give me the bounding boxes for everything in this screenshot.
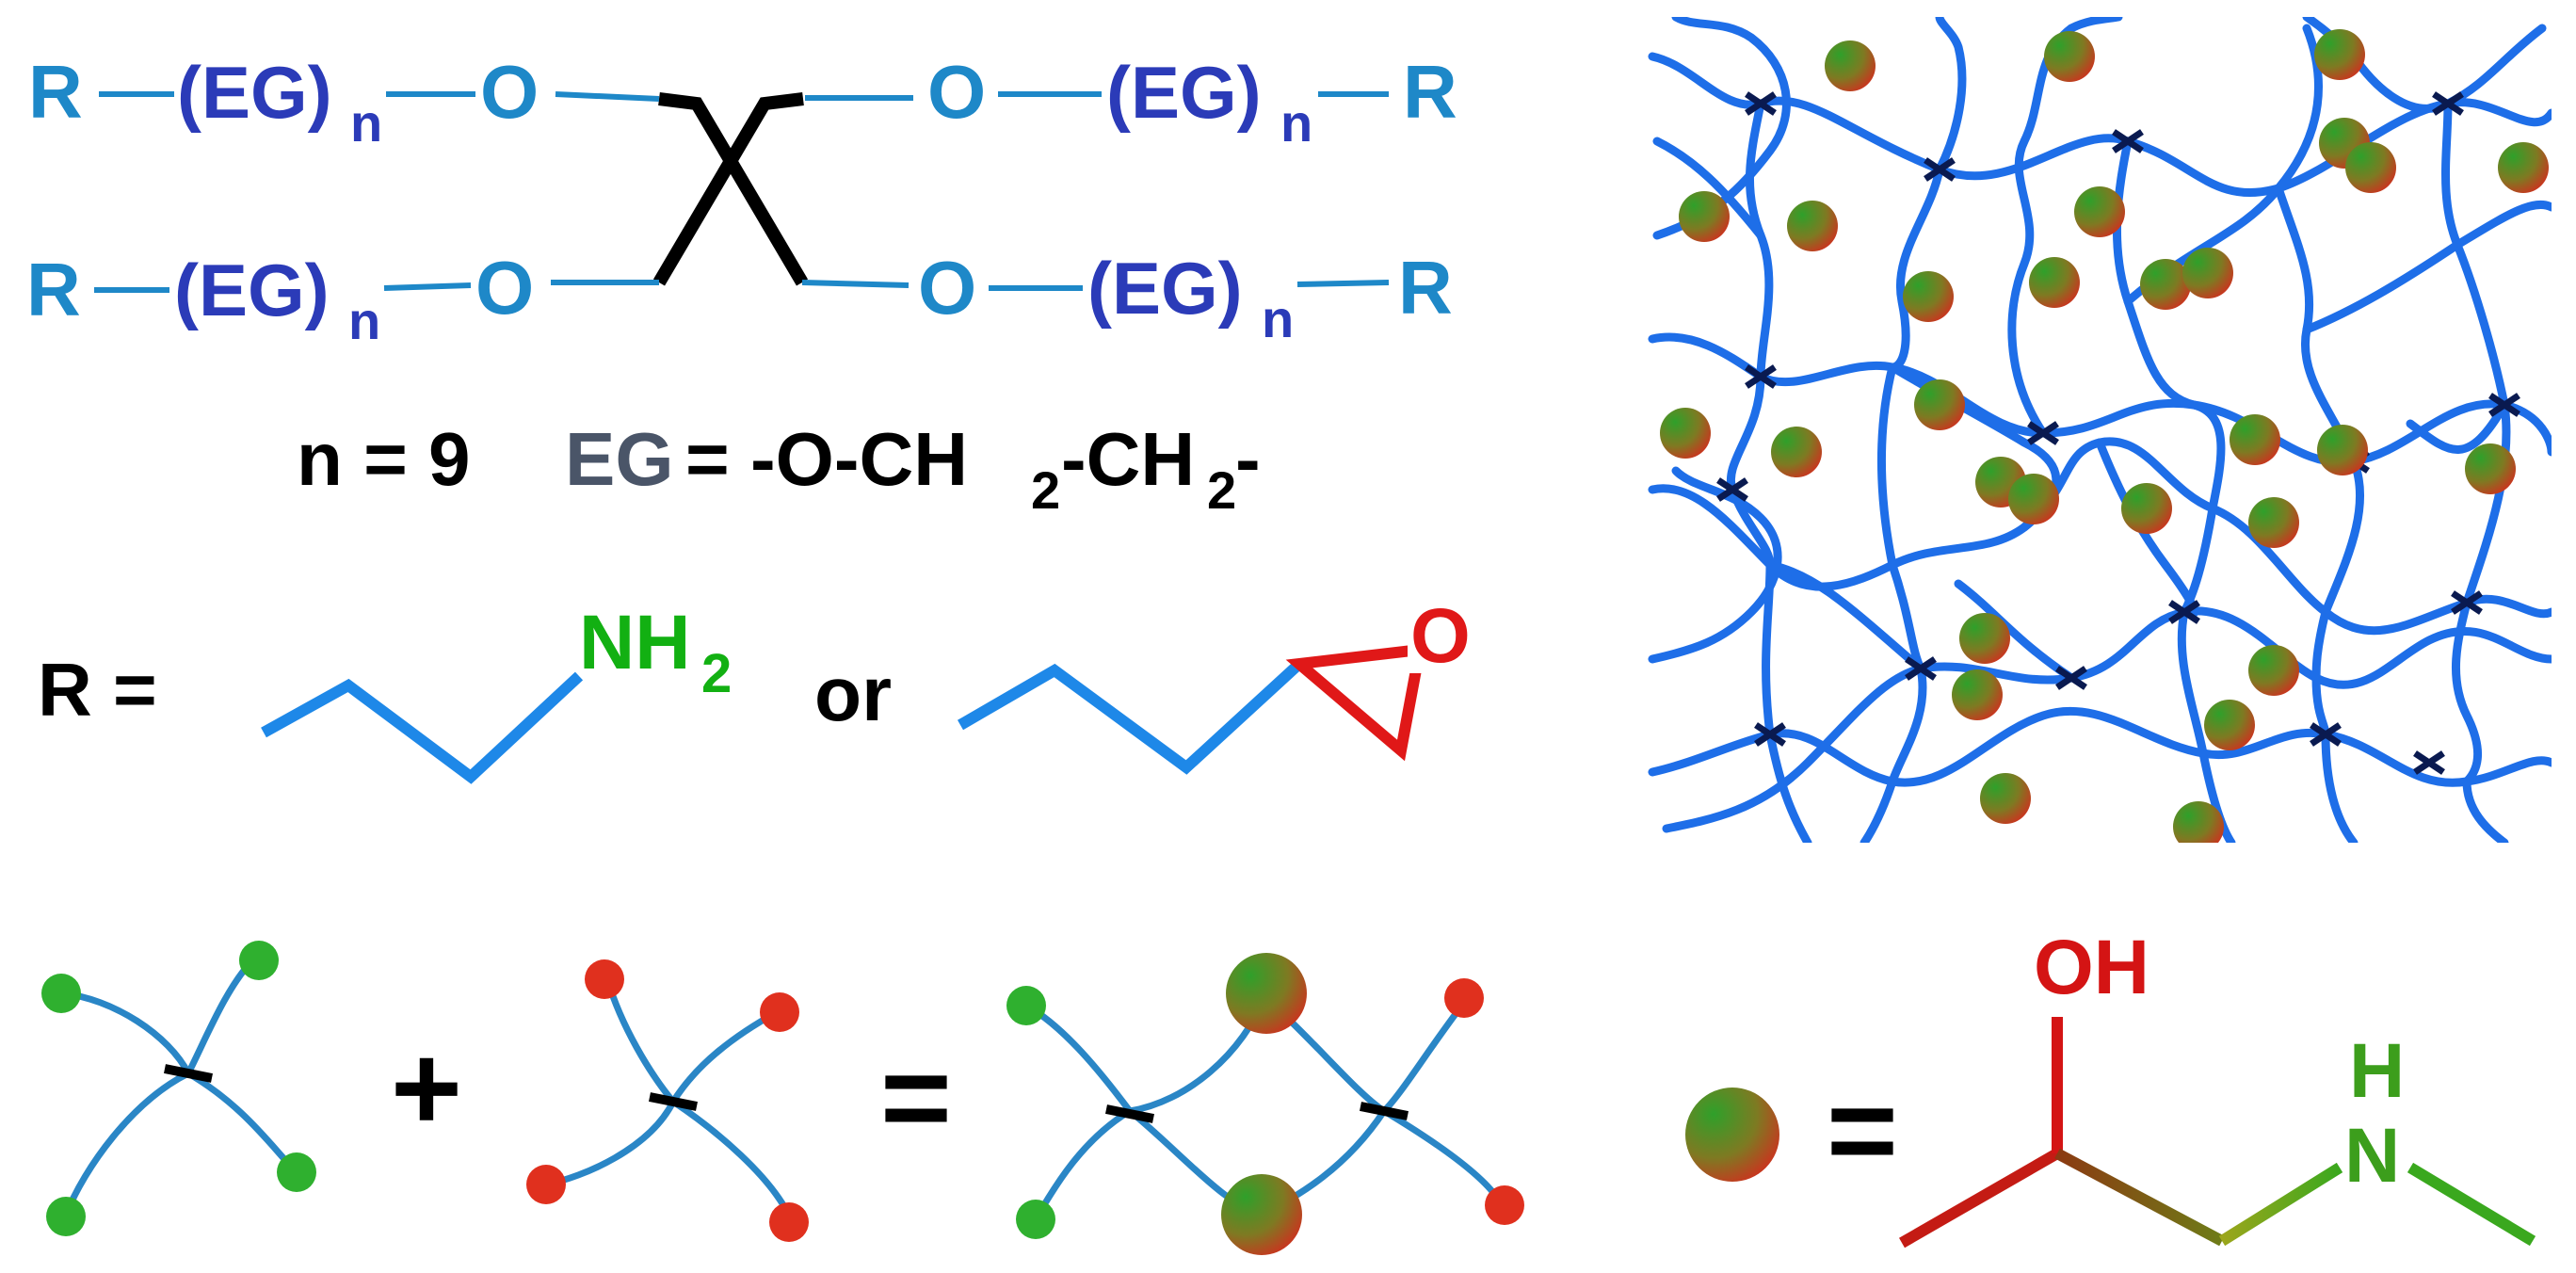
- crosslink-bead-icon: [1980, 773, 2031, 824]
- bond-line: [383, 282, 472, 291]
- eg-label: (EG): [1106, 51, 1262, 134]
- crosslink-bead-icon: [2173, 801, 2224, 843]
- crosslink-bead-icon: [2140, 259, 2191, 310]
- eg-formula-b: -CH: [1061, 417, 1195, 501]
- crosslinked-network-icon: [1648, 17, 2552, 843]
- crosslink-bead-icon: [2008, 474, 2059, 524]
- epoxide-chain: [957, 659, 1304, 775]
- tetra-peg-structure: R (EG) n O O (EG) n R R (EG) n O O (EG) …: [26, 50, 1457, 350]
- crosslinked-dimer-icon: [1006, 953, 1524, 1255]
- crosslink-bead-icon: [2248, 645, 2299, 696]
- crosslink-bead-icon: [2204, 700, 2255, 750]
- core-cross: [551, 91, 913, 288]
- r-equals-label: R =: [38, 648, 157, 732]
- o-label: O: [475, 246, 534, 330]
- legend-equals: =: [1827, 1061, 1898, 1199]
- crosslink-bead-icon: [2044, 31, 2095, 82]
- crosslink-bead-icon: [1660, 408, 1711, 459]
- h-label: H: [2349, 1028, 2405, 1114]
- oh-label: OH: [2034, 925, 2149, 1010]
- bead-legend: = OH H N: [1685, 925, 2536, 1249]
- epoxide-ring: [1285, 643, 1427, 762]
- tetra-peg-amine-icon: [41, 941, 316, 1236]
- r-label: R: [26, 248, 81, 331]
- crosslink-bead-icon: [2230, 414, 2280, 465]
- r-label: R: [1403, 50, 1457, 134]
- n-subscript: n: [348, 291, 380, 350]
- network-beads: [1660, 29, 2549, 843]
- subscript-2: 2: [1207, 460, 1236, 520]
- crosslink-bead-icon: [2074, 186, 2125, 237]
- crosslink-bead-icon: [1771, 427, 1822, 477]
- eg-definition: n = 9 EG = -O-CH 2 -CH 2 -: [297, 417, 1261, 520]
- crosslink-bead-icon: [1679, 191, 1730, 242]
- crosslinking-reaction-scheme: + =: [41, 941, 1524, 1255]
- eg-label: (EG): [177, 51, 332, 134]
- n-subscript: n: [1262, 289, 1294, 348]
- crosslink-bead-icon: [2317, 425, 2368, 475]
- subscript-2: 2: [1031, 460, 1060, 520]
- tetra-peg-epoxide-icon: [526, 959, 809, 1242]
- crosslink-bead-icon: [2314, 29, 2365, 80]
- bond-line: [2054, 1148, 2225, 1247]
- o-label: O: [927, 50, 986, 134]
- r-label: R: [28, 50, 83, 134]
- bond-line: [1899, 1148, 2060, 1249]
- bond-line: [1296, 280, 1390, 287]
- plus-sign: +: [391, 1019, 462, 1156]
- eg-formula-end: -: [1235, 417, 1261, 501]
- eg-label: (EG): [174, 249, 330, 331]
- nh-label: NH: [579, 600, 690, 685]
- r-label: R: [1398, 246, 1453, 330]
- crosslink-bead-icon: [2029, 257, 2080, 308]
- crosslink-bead-icon: [1825, 40, 1876, 91]
- crosslink-bead-icon: [1685, 1088, 1779, 1182]
- eg-name: EG: [565, 417, 674, 501]
- eg-formula-a: = -O-CH: [685, 417, 968, 501]
- bond-line: [2218, 1162, 2343, 1247]
- crosslink-bead-icon: [2498, 142, 2549, 193]
- crosslink-bead-icon: [1959, 613, 2010, 664]
- o-label: O: [918, 246, 976, 330]
- crosslink-nodes: [1716, 91, 2520, 775]
- amine-chain: [261, 671, 584, 784]
- or-label: or: [814, 652, 892, 737]
- crosslink-bead-icon: [1787, 201, 1838, 251]
- n-label: N: [2344, 1113, 2400, 1199]
- epoxide-o-label: O: [1410, 593, 1471, 679]
- n-subscript: n: [1280, 93, 1312, 153]
- bond-line: [2407, 1162, 2536, 1247]
- crosslink-bead-icon: [1914, 379, 1965, 430]
- n-subscript: n: [350, 93, 382, 153]
- eg-label: (EG): [1087, 247, 1243, 330]
- crosslink-bead-icon: [2345, 142, 2396, 193]
- crosslink-bead-icon: [2182, 248, 2233, 298]
- crosslink-bead-icon: [2121, 483, 2172, 534]
- crosslink-bead-icon: [1903, 271, 1954, 322]
- crosslink-bead-icon: [2465, 443, 2516, 494]
- crosslink-bead-icon: [2248, 497, 2299, 548]
- r-group-definition: R = NH 2 or O: [38, 588, 1473, 784]
- n-value: n = 9: [297, 417, 471, 501]
- o-label: O: [480, 50, 539, 134]
- crosslink-bead-icon: [1952, 669, 2003, 720]
- nh-subscript: 2: [701, 643, 732, 704]
- equals-sign: =: [880, 1028, 952, 1166]
